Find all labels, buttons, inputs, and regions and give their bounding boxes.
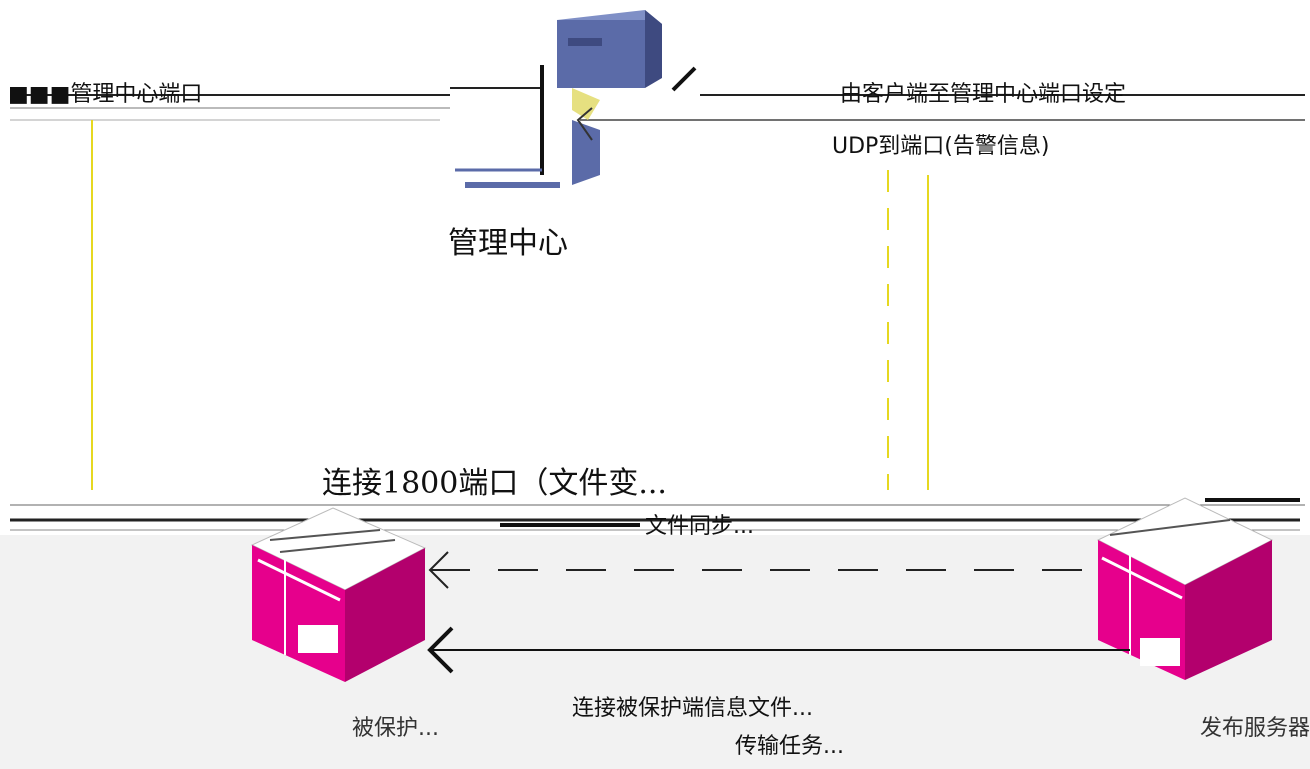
right-node-label: 发布服务器 [1200, 716, 1310, 741]
top-left-connector [10, 87, 540, 121]
mid-connector [10, 498, 1305, 531]
top-right-connector [580, 94, 1305, 121]
bottom-main-label: 连接被保护端信息文件... [572, 696, 813, 721]
udp-alert-label: UDP到端口(告警信息) [832, 134, 1050, 159]
bottom-sub-label: 传输任务... [735, 734, 844, 759]
file-transfer-label: 文件同步... [645, 514, 754, 539]
connect-1800-label: 连接1800端口（文件变... [322, 466, 667, 501]
file-sync-arrow [428, 551, 1095, 589]
top-left-link-label: ■■■管理中心端口 [8, 82, 203, 107]
udp-arrow [576, 107, 593, 141]
top-right-link-label: 由客户端至管理中心端口设定 [840, 82, 1127, 107]
publish-server-icon [1096, 497, 1274, 680]
task-transfer-arrow [427, 626, 1130, 674]
bottom-band [0, 535, 1310, 769]
server-bracket [455, 65, 697, 188]
left-node-label: 被保护... [352, 716, 439, 741]
center-node-label: 管理中心 [448, 226, 568, 261]
server-icon [557, 10, 662, 185]
protected-node-icon [250, 507, 427, 682]
